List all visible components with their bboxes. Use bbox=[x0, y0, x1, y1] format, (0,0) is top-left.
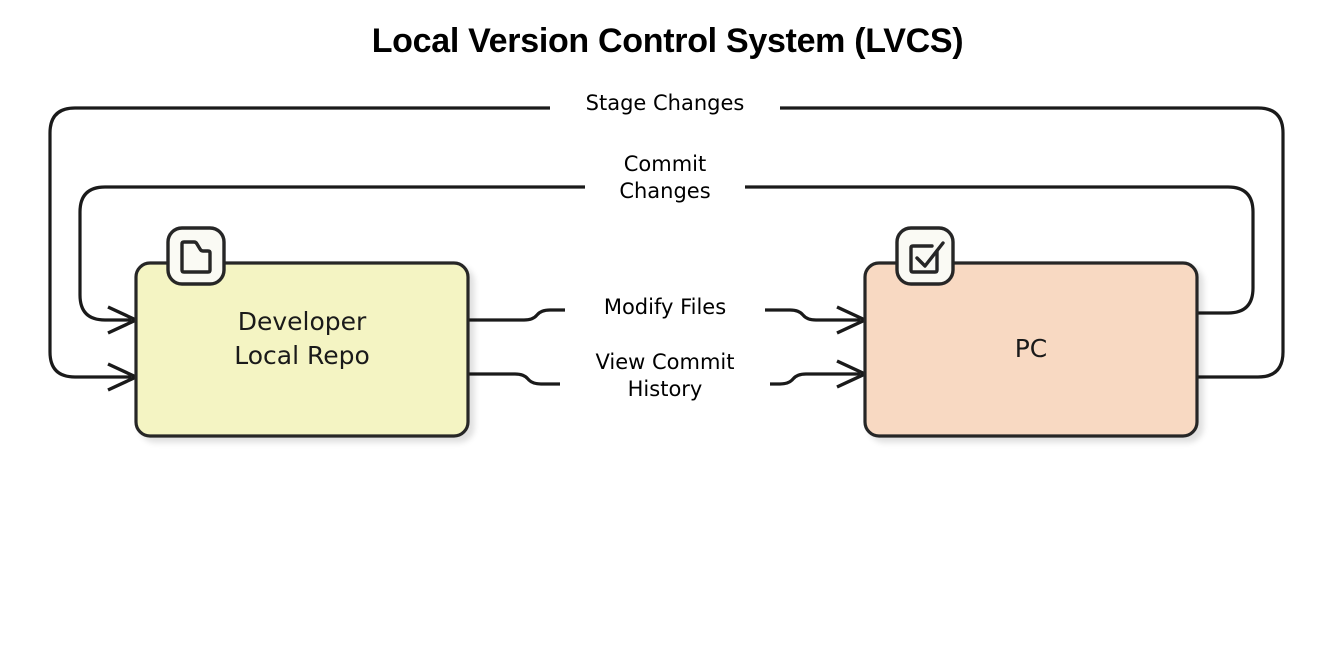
folder-icon bbox=[166, 226, 226, 286]
page-title: Local Version Control System (LVCS) bbox=[371, 22, 964, 60]
edge-label-stage-changes: Stage Changes bbox=[550, 90, 780, 117]
edge-label-modify-files: Modify Files bbox=[565, 294, 765, 321]
node-label-pc: PC bbox=[1014, 334, 1048, 363]
edge-label-view-commit-history: View Commit History bbox=[560, 349, 770, 403]
node-label-dev-local-repo: Developer Local Repo bbox=[234, 307, 370, 370]
check-square-icon bbox=[895, 226, 955, 286]
node-dev-local-repo[interactable] bbox=[134, 261, 470, 438]
node-pc[interactable] bbox=[863, 261, 1199, 438]
edge-label-commit-changes: Commit Changes bbox=[585, 151, 745, 205]
